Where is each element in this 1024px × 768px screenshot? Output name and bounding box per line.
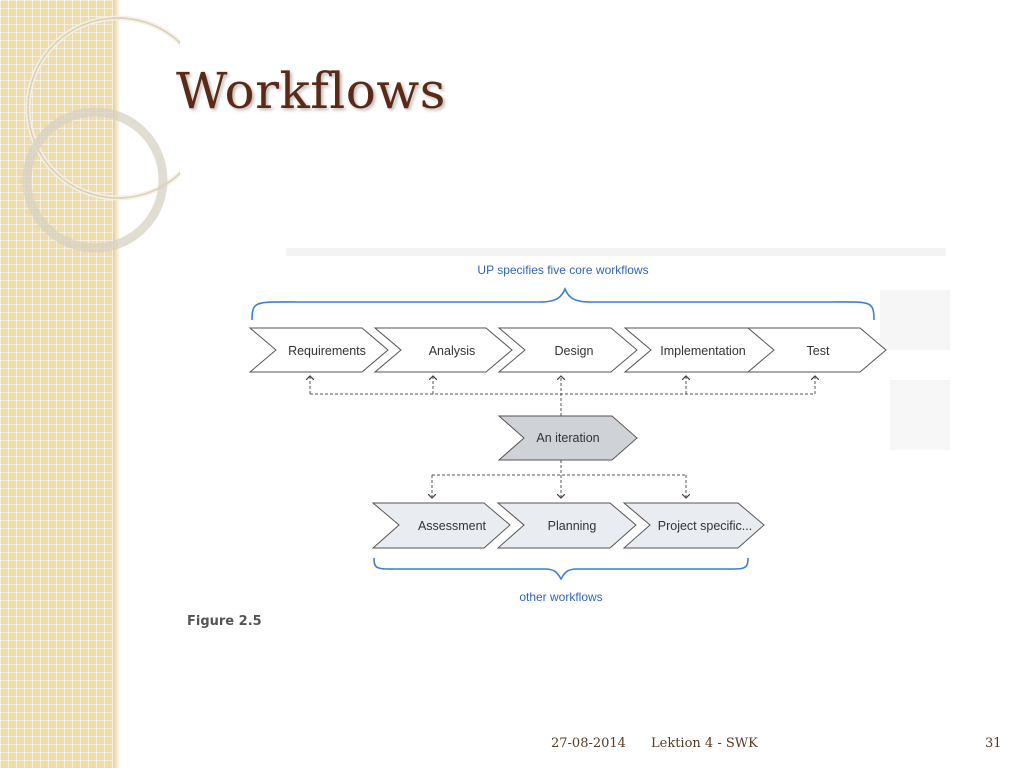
other-workflow-chevron-3 <box>622 502 765 549</box>
core-workflow-label-implementation: Implementation <box>660 344 746 358</box>
core-workflows-row: Requirements Analysis Design Implementat… <box>248 327 887 373</box>
footer-page-number: 31 <box>985 736 1002 751</box>
iteration-label: An iteration <box>536 431 599 445</box>
core-workflow-chevron-1 <box>248 327 389 373</box>
decorative-ring-small <box>22 107 168 253</box>
sidebar-edge-shadow <box>113 0 119 768</box>
core-workflow-chevron-3 <box>497 327 638 373</box>
figure-caption: Figure 2.5 <box>187 614 262 629</box>
bottom-brace-label: other workflows <box>519 590 602 604</box>
background-page-texture <box>286 248 950 450</box>
core-workflow-chevron-5 <box>746 327 887 373</box>
other-workflow-label-project-specific: Project specific... <box>658 519 752 533</box>
core-workflow-label-design: Design <box>555 344 594 358</box>
other-workflow-label-planning: Planning <box>548 519 597 533</box>
core-workflow-label-requirements: Requirements <box>288 344 366 358</box>
core-workflow-label-analysis: Analysis <box>429 344 476 358</box>
decorative-rings <box>22 15 180 253</box>
top-brace <box>251 286 875 321</box>
decorative-ring-large-shadow <box>27 17 180 199</box>
iteration-to-other-connectors <box>432 460 686 498</box>
top-brace-label: UP specifies five core workflows <box>477 263 648 277</box>
other-workflows-row: Assessment Planning Project specific... <box>371 502 765 549</box>
slide-title: Workflows <box>176 62 446 120</box>
footer-date: 27-08-2014 <box>551 736 626 751</box>
other-workflow-label-assessment: Assessment <box>418 519 487 533</box>
bottom-brace <box>373 557 749 581</box>
core-workflow-chevron-2 <box>373 327 513 373</box>
iteration-to-core-connectors <box>310 376 815 416</box>
iteration-chevron <box>497 415 638 461</box>
other-workflow-chevron-2 <box>496 502 637 549</box>
core-workflow-label-test: Test <box>807 344 830 358</box>
footer-course: Lektion 4 - SWK <box>651 736 758 751</box>
other-workflow-chevron-1 <box>371 502 511 549</box>
